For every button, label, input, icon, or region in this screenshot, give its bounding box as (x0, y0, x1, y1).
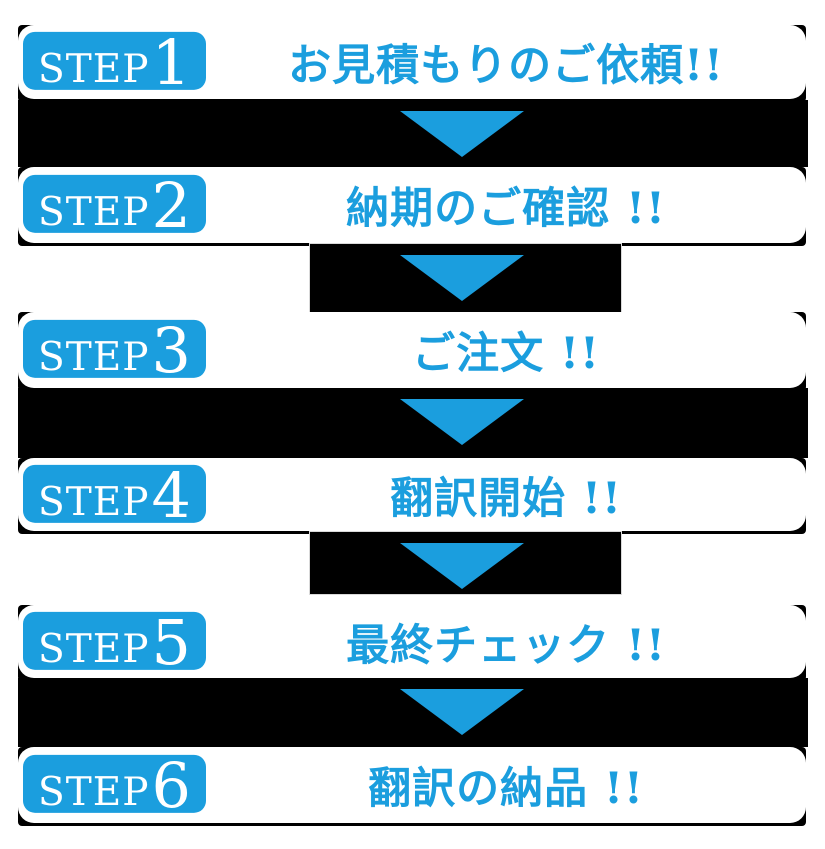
step-badge-number: 3 (151, 313, 191, 387)
step-badge-word: STEP (38, 46, 150, 92)
down-arrow-icon (400, 689, 524, 735)
step-badge-number: 4 (151, 458, 191, 532)
step-5-label: 最終チェック !! (346, 620, 666, 671)
step-badge-word: STEP (38, 626, 150, 672)
step-badge-word: STEP (38, 189, 150, 235)
step-badge-number: 6 (151, 748, 191, 822)
step-1-label: お見積もりのご依頼!! (288, 41, 724, 91)
step-3-label: ご注文 !! (412, 329, 600, 379)
step-badge-word: STEP (38, 334, 150, 380)
step-4-label: 翻訳開始 !! (390, 473, 622, 524)
connector-band-3 (18, 388, 808, 458)
connector-band-1 (18, 100, 808, 167)
step-badge-word: STEP (38, 479, 150, 525)
step-badge-number: 5 (151, 605, 191, 679)
step-2-label: 納期のご確認 !! (346, 184, 666, 234)
step-badge-number: 1 (151, 25, 191, 99)
step-badge-word: STEP (38, 769, 150, 815)
connector-band-4 (309, 531, 622, 595)
step-6-label: 翻訳の納品 !! (368, 764, 644, 814)
down-arrow-icon (400, 543, 524, 589)
connector-band-2 (309, 243, 622, 314)
step-badge-number: 2 (151, 168, 191, 242)
down-arrow-icon (400, 111, 524, 157)
down-arrow-icon (400, 399, 524, 445)
down-arrow-icon (400, 255, 524, 301)
connector-band-5 (18, 678, 808, 747)
